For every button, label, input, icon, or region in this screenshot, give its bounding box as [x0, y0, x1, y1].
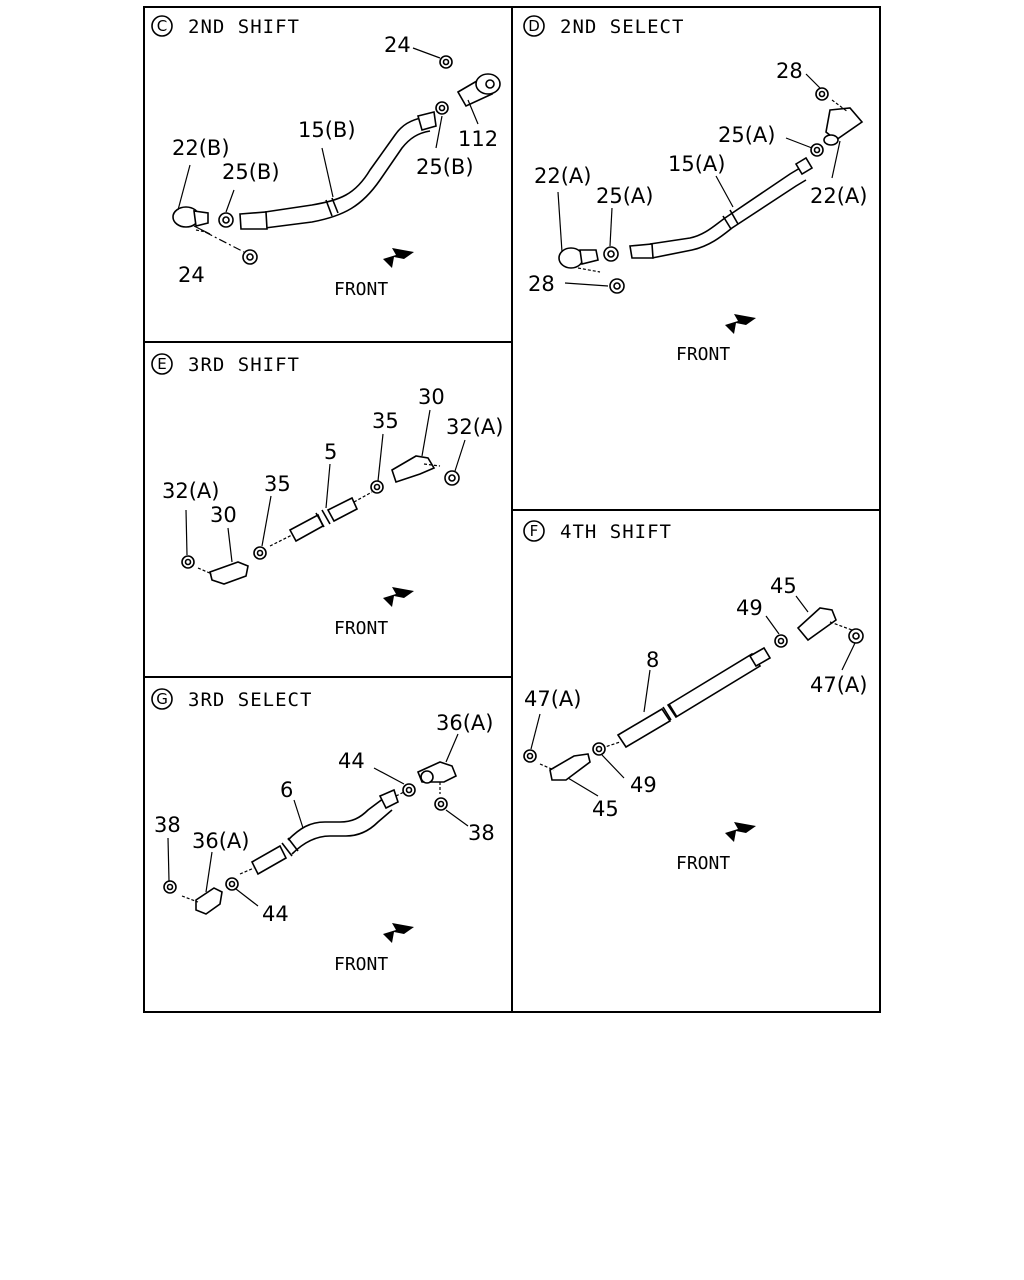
nut-icon: [439, 55, 453, 69]
shift-rod-icon: [239, 788, 405, 876]
nut-icon: [444, 470, 460, 486]
rod-end-icon: [391, 455, 441, 484]
nut-icon: [163, 880, 177, 894]
diagram-frame: [143, 6, 881, 1013]
callout-49: 49: [630, 773, 657, 797]
nut-icon: [181, 555, 195, 569]
panel-f-4th-shift: F 4TH SHIFT 45 49 8 47(A: [523, 520, 867, 874]
front-label: FRONT: [676, 853, 730, 874]
callout-36a: 36(A): [436, 711, 493, 735]
nut-icon: [774, 634, 788, 648]
nut-icon: [242, 249, 258, 265]
nut-icon: [815, 87, 829, 101]
callout-25b: 25(B): [416, 155, 474, 179]
callout-24: 24: [384, 33, 411, 57]
front-arrow-icon: [383, 248, 414, 268]
panel-c-2nd-shift: C 2ND SHIFT: [151, 15, 501, 300]
nut-icon: [370, 480, 384, 494]
callout-6: 6: [280, 778, 293, 802]
callout-8: 8: [646, 648, 659, 672]
panel-g-3rd-select: G 3RD SELECT 36: [151, 688, 495, 975]
nut-icon: [435, 101, 449, 115]
callout-25a: 25(A): [718, 123, 775, 147]
callout-35: 35: [264, 472, 291, 496]
panel-g-letter: G: [156, 690, 168, 708]
callout-32a: 32(A): [446, 415, 503, 439]
front-arrow-icon: [725, 822, 756, 842]
callout-36a: 36(A): [192, 829, 249, 853]
shift-rod-icon: [601, 646, 772, 749]
nut-icon: [434, 797, 448, 811]
callout-44: 44: [338, 749, 365, 773]
nut-icon: [609, 278, 625, 294]
callout-22a: 22(A): [810, 184, 867, 208]
rod-end-icon: [456, 73, 501, 108]
callout-35: 35: [372, 409, 399, 433]
rod-end-icon: [558, 247, 601, 273]
callout-15b: 15(B): [298, 118, 356, 142]
rod-end-icon: [181, 887, 223, 915]
panel-g-title: 3RD SELECT: [188, 689, 312, 711]
nut-icon: [218, 212, 234, 228]
callout-28: 28: [776, 59, 803, 83]
nut-icon: [848, 628, 864, 644]
front-label: FRONT: [334, 618, 388, 639]
panel-d-2nd-select: D 2ND SELECT 28 25: [523, 15, 867, 365]
callout-45: 45: [770, 574, 797, 598]
front-label: FRONT: [334, 279, 388, 300]
nut-icon: [603, 246, 619, 262]
panel-f-letter: F: [530, 522, 539, 540]
rod-end-icon: [539, 753, 591, 781]
callout-32a: 32(A): [162, 479, 219, 503]
front-label: FRONT: [334, 954, 388, 975]
rod-end-icon: [796, 607, 853, 642]
callout-45: 45: [592, 797, 619, 821]
front-arrow-icon: [383, 587, 414, 607]
nut-icon: [225, 877, 239, 891]
rod-end-icon: [172, 206, 245, 253]
callout-28: 28: [528, 272, 555, 296]
callout-15a: 15(A): [668, 152, 725, 176]
callout-5: 5: [324, 440, 337, 464]
callout-30: 30: [418, 385, 445, 409]
callout-25b: 25(B): [222, 160, 280, 184]
panel-e-title: 3RD SHIFT: [188, 354, 300, 376]
callout-44: 44: [262, 902, 289, 926]
rod-end-icon: [416, 761, 458, 794]
front-label: FRONT: [676, 344, 730, 365]
nut-icon: [253, 546, 267, 560]
callout-38: 38: [154, 813, 181, 837]
nut-icon: [402, 783, 416, 797]
shift-rod-icon: [239, 111, 437, 230]
panel-d-title: 2ND SELECT: [560, 16, 684, 38]
panel-d-letter: D: [528, 17, 540, 35]
panel-f-title: 4TH SHIFT: [560, 521, 672, 543]
callout-38: 38: [468, 821, 495, 845]
callout-22a: 22(A): [534, 164, 591, 188]
shift-rod-icon: [629, 156, 814, 259]
callout-47a: 47(A): [524, 687, 581, 711]
panel-c-letter: C: [157, 17, 167, 35]
callout-49: 49: [736, 596, 763, 620]
front-arrow-icon: [383, 923, 414, 943]
callout-47a: 47(A): [810, 673, 867, 697]
panel-e-letter: E: [157, 355, 166, 373]
panel-e-3rd-shift: E 3RD SHIFT 30 35 32(A): [151, 353, 503, 639]
callout-30: 30: [210, 503, 237, 527]
rod-end-icon: [197, 561, 249, 585]
callout-22b: 22(B): [172, 136, 230, 160]
nut-icon: [592, 742, 606, 756]
callout-25a: 25(A): [596, 184, 653, 208]
callout-24: 24: [178, 263, 205, 287]
callout-112: 112: [458, 127, 498, 151]
nut-icon: [523, 749, 537, 763]
shift-rod-icon: [269, 491, 373, 547]
rod-end-icon: [823, 99, 864, 146]
front-arrow-icon: [725, 314, 756, 334]
panel-c-title: 2ND SHIFT: [188, 16, 300, 38]
nut-icon: [810, 143, 824, 157]
